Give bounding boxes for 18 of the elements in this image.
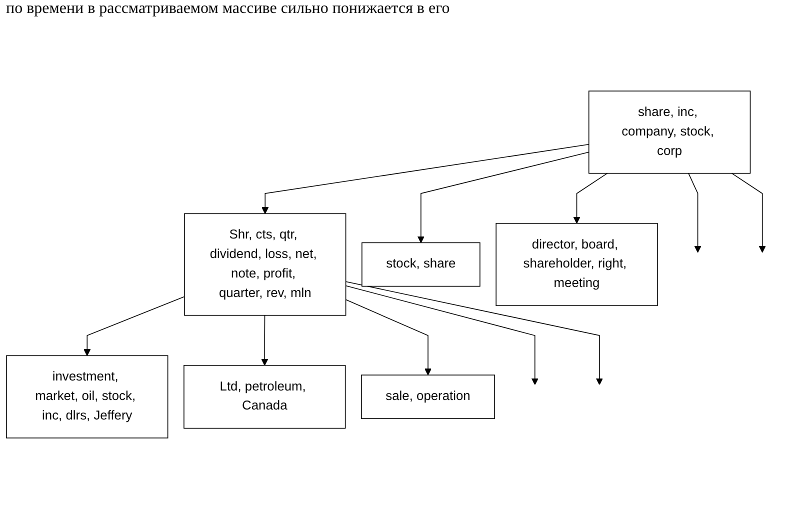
topic-box: Shr, cts, qtr, dividend, loss, net, note, profit, quarter, rev, mln: [184, 213, 346, 316]
topic-box: Ltd, petroleum, Canada: [184, 364, 346, 429]
arrow: [731, 172, 766, 253]
arrow: [345, 281, 603, 386]
arrow: [573, 172, 608, 224]
arrow: [84, 296, 185, 356]
arrow: [262, 144, 590, 214]
arrow: [261, 314, 268, 366]
arrow: [688, 172, 702, 253]
arrow: [345, 285, 538, 386]
arrow: [345, 299, 432, 376]
topic-box: share, inc, company, stock, corp: [588, 90, 751, 174]
topic-box: director, board, shareholder, right, meeting: [496, 222, 658, 306]
topic-box: sale, operation: [361, 374, 495, 419]
arrow: [417, 152, 590, 244]
note-text: по времени в рассматриваемом массиве сильно понижается в его: [6, 0, 450, 18]
topic-box: stock, share: [362, 242, 480, 287]
topic-box: investment, market, oil, stock, inc, dlrs, Jeffery: [6, 355, 168, 438]
